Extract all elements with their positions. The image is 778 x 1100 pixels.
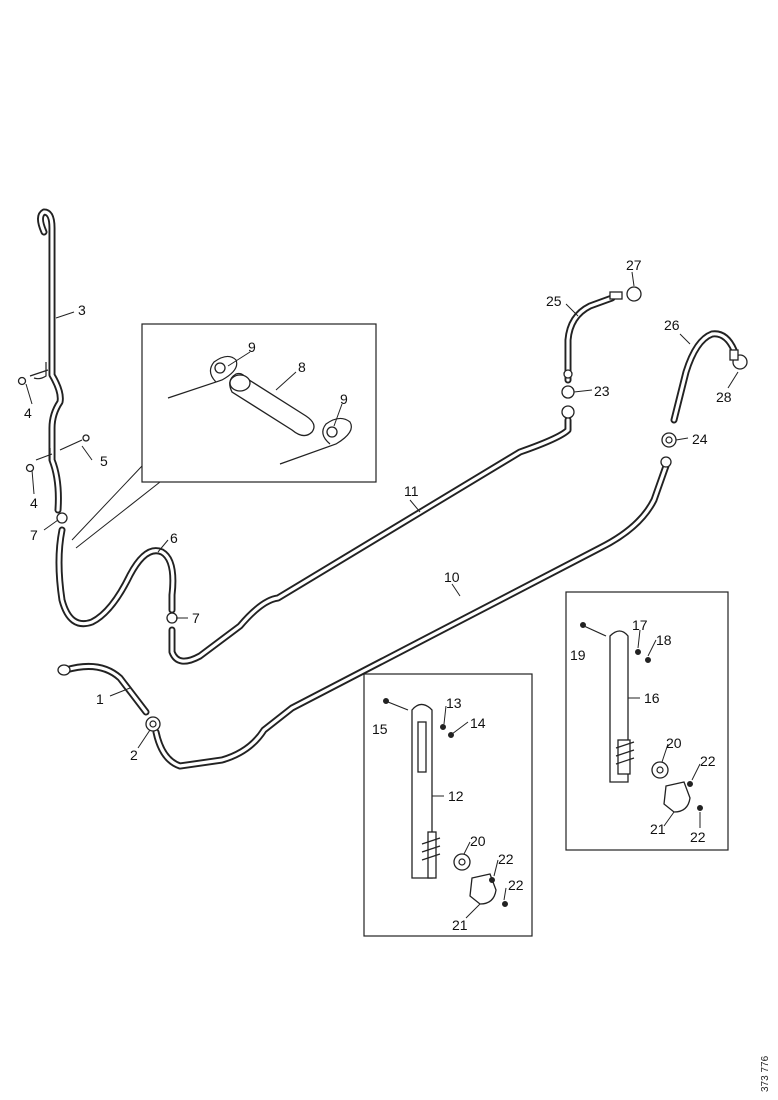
fitting-2 bbox=[145, 716, 161, 732]
callout-2: 2 bbox=[130, 747, 138, 763]
pipe-6 bbox=[55, 526, 177, 628]
insulator-20-b bbox=[651, 761, 669, 779]
bolt-19 bbox=[580, 622, 607, 637]
nut-17 bbox=[635, 649, 641, 655]
pipe-11 bbox=[168, 416, 572, 665]
callout-21-a: 21 bbox=[452, 917, 468, 933]
fitting-24 bbox=[660, 432, 677, 468]
pipe-1-fitting bbox=[57, 664, 71, 676]
callout-24: 24 bbox=[692, 431, 708, 447]
leader-lines bbox=[25, 271, 739, 919]
screw-22-c bbox=[687, 781, 693, 787]
callout-22-d: 22 bbox=[690, 829, 706, 845]
callout-15: 15 bbox=[372, 721, 388, 737]
clamp-9-lower bbox=[279, 417, 352, 465]
detail-box-hose bbox=[141, 323, 377, 483]
callout-3: 3 bbox=[78, 302, 86, 318]
pipe-10 bbox=[152, 462, 670, 770]
washer-18 bbox=[645, 657, 651, 663]
callout-6: 6 bbox=[170, 530, 178, 546]
callout-26: 26 bbox=[664, 317, 680, 333]
screw-22-a bbox=[489, 877, 495, 883]
callout-22-c: 22 bbox=[700, 753, 716, 769]
callout-23: 23 bbox=[594, 383, 610, 399]
callout-20-b: 20 bbox=[666, 735, 682, 751]
screw-22-d bbox=[697, 805, 703, 811]
pipe-3 bbox=[37, 208, 64, 514]
callout-17: 17 bbox=[632, 617, 648, 633]
screw-22-b bbox=[502, 901, 508, 907]
callout-20-a: 20 bbox=[470, 833, 486, 849]
callout-19: 19 bbox=[570, 647, 586, 663]
clip-4-upper bbox=[17, 362, 49, 386]
clamp-9-upper bbox=[167, 355, 238, 399]
fitting-7-lower bbox=[166, 612, 178, 624]
callout-10: 10 bbox=[444, 569, 460, 585]
callout-13: 13 bbox=[446, 695, 462, 711]
clip-4-lower bbox=[25, 448, 53, 473]
fitting-27 bbox=[609, 286, 642, 302]
callout-7-upper: 7 bbox=[30, 527, 38, 543]
callout-28: 28 bbox=[716, 389, 732, 405]
callout-4-upper: 4 bbox=[24, 405, 32, 421]
nut-13 bbox=[440, 724, 446, 730]
callout-12: 12 bbox=[448, 788, 464, 804]
pipe-25 bbox=[564, 294, 616, 384]
detail-box-bracket-12 bbox=[363, 673, 533, 937]
callout-21-b: 21 bbox=[650, 821, 666, 837]
callout-25: 25 bbox=[546, 293, 562, 309]
callout-9-lower: 9 bbox=[340, 391, 348, 407]
hose-8 bbox=[229, 372, 315, 437]
bolt-5 bbox=[59, 434, 90, 451]
callout-16: 16 bbox=[644, 690, 660, 706]
callout-27: 27 bbox=[626, 257, 642, 273]
fitting-23 bbox=[561, 369, 575, 419]
callout-9-upper: 9 bbox=[248, 339, 256, 355]
bolt-15 bbox=[383, 698, 409, 711]
callout-18: 18 bbox=[656, 632, 672, 648]
callout-14: 14 bbox=[470, 715, 486, 731]
detail-box-hose-pointer bbox=[71, 465, 161, 549]
pipe-26 bbox=[670, 330, 738, 424]
insulator-20-a bbox=[453, 853, 471, 871]
detail-box-bracket-16 bbox=[565, 591, 729, 851]
drawing-reference-number: 373 776 bbox=[760, 1055, 771, 1092]
fitting-7-upper bbox=[56, 512, 68, 524]
callout-7-lower: 7 bbox=[192, 610, 200, 626]
callout-11: 11 bbox=[404, 483, 419, 499]
callout-numbers: 1 2 3 4 4 5 6 7 7 8 9 9 10 11 12 13 14 1… bbox=[24, 257, 732, 933]
callout-1: 1 bbox=[96, 691, 104, 707]
callout-22-b: 22 bbox=[508, 877, 524, 893]
bracket-12 bbox=[411, 703, 441, 879]
fitting-28 bbox=[729, 349, 748, 370]
pipe-1 bbox=[62, 662, 150, 716]
callout-4-lower: 4 bbox=[30, 495, 38, 511]
callout-8: 8 bbox=[298, 359, 306, 375]
bracket-16 bbox=[609, 630, 635, 783]
callout-22-a: 22 bbox=[498, 851, 514, 867]
callout-5: 5 bbox=[100, 453, 108, 469]
clamp-21-b bbox=[663, 781, 691, 813]
